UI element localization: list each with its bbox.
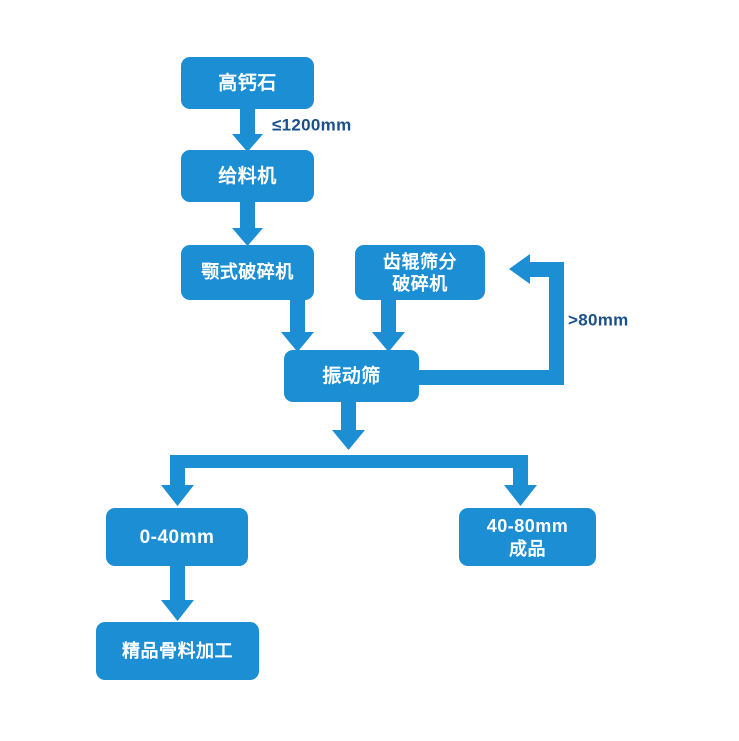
- node-feeder[interactable]: 给料机: [181, 150, 314, 202]
- edge-screen-to-roller-recycle: [419, 254, 564, 385]
- node-raw-material-box: [181, 57, 314, 109]
- node-size-40-80mm-product[interactable]: 40-80mm 成品: [459, 508, 596, 566]
- arrow-down-split-to-size-large: [504, 455, 537, 506]
- edge-split-branch: [161, 455, 537, 506]
- node-vibrating-screen-label: 振动筛: [322, 364, 381, 387]
- node-jaw-crusher-label: 颚式破碎机: [201, 261, 294, 282]
- node-fine-aggregate-processing[interactable]: 精品骨料加工: [96, 622, 259, 680]
- node-feeder-box: [181, 150, 314, 202]
- arrow-down-split-to-size-small: [161, 455, 194, 506]
- node-raw-material-label: 高钙石: [218, 71, 277, 94]
- node-vibrating-screen-box: [284, 350, 419, 402]
- node-raw-material[interactable]: 高钙石: [181, 57, 314, 109]
- arrow-down-feeder-to-jaw: [232, 202, 263, 246]
- node-roller-screening-crusher[interactable]: 齿辊筛分 破碎机: [355, 245, 485, 300]
- edge-label-oversize-return: >80mm: [568, 310, 629, 329]
- node-roller-screening-crusher-label-line2: 破碎机: [392, 273, 448, 294]
- node-size-0-40mm-box: [106, 508, 248, 566]
- arrow-down-raw-to-feeder: [232, 109, 263, 152]
- edge-jaw-to-screen: [281, 300, 314, 352]
- node-vibrating-screen[interactable]: 振动筛: [284, 350, 419, 402]
- arrow-down-jaw-to-screen: [281, 300, 314, 352]
- split-horizontal-bar: [170, 455, 528, 468]
- node-size-0-40mm[interactable]: 0-40mm: [106, 508, 248, 566]
- node-size-40-80mm-product-box: [459, 508, 596, 566]
- edge-roller-to-screen: [372, 300, 405, 352]
- node-size-0-40mm-label: 0-40mm: [140, 527, 215, 548]
- node-feeder-label: 给料机: [218, 164, 277, 187]
- arrow-down-size-small-to-aggregate: [161, 566, 194, 621]
- node-jaw-crusher[interactable]: 颚式破碎机: [181, 245, 314, 300]
- edge-screen-to-split: [332, 402, 365, 450]
- node-jaw-crusher-box: [181, 245, 314, 300]
- node-fine-aggregate-processing-label: 精品骨料加工: [122, 640, 233, 661]
- node-roller-screening-crusher-label-line1: 齿辊筛分: [383, 251, 457, 272]
- arrow-loop-oversize-return: [419, 254, 564, 385]
- arrow-down-screen-to-split: [332, 402, 365, 450]
- arrow-down-roller-to-screen: [372, 300, 405, 352]
- edge-size-small-to-aggregate: [161, 566, 194, 621]
- node-size-40-80mm-product-label-line1: 40-80mm: [487, 516, 569, 536]
- node-roller-screening-crusher-box: [355, 245, 485, 300]
- node-size-40-80mm-product-label-line2: 成品: [509, 538, 546, 559]
- node-fine-aggregate-processing-box: [96, 622, 259, 680]
- edge-label-feed-size: ≤1200mm: [272, 115, 351, 134]
- edge-feeder-to-jaw: [232, 202, 263, 246]
- edge-raw-to-feeder: [232, 109, 263, 152]
